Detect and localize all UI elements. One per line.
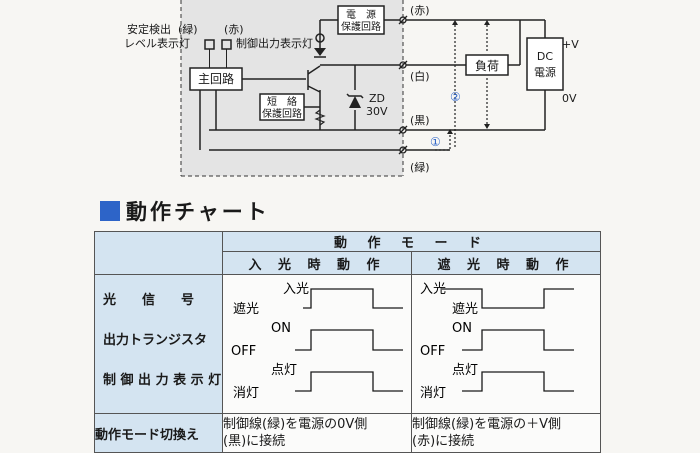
wave-label-led-high: 点灯: [271, 363, 297, 378]
section-title: 動作チャート: [100, 196, 270, 226]
circuit-diagram: 安定検出 レベル表示灯 (緑) (赤) 制御出力表示灯 主回路 電 源 保護回路…: [124, 0, 579, 177]
wave-label-led-low-dark: 消灯: [420, 386, 446, 401]
waveform-light-on-svg: 入光 遮光 ON OFF 点灯 消灯: [231, 282, 403, 401]
load-box: [465, 54, 509, 76]
wave-label-tr-high-dark: ON: [452, 321, 472, 336]
mode-switch-dark-on-line1: 制御線(緑)を電源の＋V側: [412, 417, 562, 432]
wave-indicator-dark: [462, 371, 574, 392]
wave-label-tr-low-dark: OFF: [420, 344, 445, 359]
power-protection-label-1: 電 源: [346, 8, 376, 21]
row-labels-cell: 光 信 号 出力トランジスタ 制 御 出 力 表 示 灯: [94, 274, 223, 414]
green-tag: (緑): [178, 22, 198, 36]
zener-label-1: ZD: [369, 92, 385, 105]
mode-switch-label: 動作モード切換え: [94, 413, 223, 453]
wave-label-tr-low: OFF: [231, 344, 256, 359]
dc-label-2: 電源: [534, 65, 556, 79]
short-protection-label-2: 保護回路: [262, 107, 302, 120]
main-circuit-label: 主回路: [198, 71, 234, 86]
wave-label-led-high-dark: 点灯: [452, 363, 478, 378]
marker-2: ②: [450, 90, 461, 104]
power-protection-box: [337, 5, 385, 35]
wire-label-green: (緑): [410, 160, 430, 174]
section-marker-icon: [100, 201, 120, 221]
section-title-text: 動作チャート: [126, 200, 270, 224]
row-label-indicator: 制 御 出 力 表 示 灯: [103, 373, 222, 388]
header-dark-on-operation: 遮 光 時 動 作: [411, 251, 601, 275]
dc-label-1: DC: [537, 50, 553, 63]
zener-label-2: 30V: [366, 105, 388, 118]
stability-indicator-label-1: 安定検出: [127, 22, 171, 36]
wave-label-light-high-dark: 入光: [420, 282, 446, 297]
wire-label-red: (赤): [410, 4, 430, 17]
wave-light-signal-dark: [442, 288, 574, 309]
internal-wiring: [199, 19, 400, 151]
mode-switch-light-on: 制御線(緑)を電源の0V側 (黒)に接続: [222, 413, 412, 453]
plus-v-label: +V: [562, 38, 579, 51]
header-corner: [94, 231, 223, 275]
header-operation-mode: 動 作 モ ー ド: [222, 231, 601, 252]
wave-light-signal: [303, 288, 403, 309]
wire-label-black: (黒): [410, 114, 430, 127]
mode-switch-dark-on-line2: (赤)に接続: [412, 434, 475, 449]
stability-indicator-label-2: レベル表示灯: [124, 36, 190, 50]
wave-label-led-low: 消灯: [233, 386, 259, 401]
wave-label-light-low: 遮光: [233, 301, 259, 317]
waveform-light-on: 入光 遮光 ON OFF 点灯 消灯: [222, 274, 412, 414]
wave-label-light-low-dark: 遮光: [452, 301, 478, 317]
row-label-output-transistor: 出力トランジスタ: [103, 333, 208, 348]
header-light-on-operation: 入 光 時 動 作: [222, 251, 412, 275]
waveform-dark-on-svg: 入光 遮光 ON OFF 点灯 消灯: [420, 282, 574, 401]
resistor-icon: [314, 109, 326, 126]
wave-transistor: [295, 329, 403, 351]
mode-option-lines: [435, 25, 488, 151]
wave-indicator: [295, 371, 403, 392]
short-protection-box: [259, 93, 305, 121]
diode-icon: [314, 48, 326, 58]
mode-switch-light-on-line2: (黒)に接続: [223, 434, 286, 449]
control-output-indicator-label: 制御出力表示灯: [236, 36, 313, 50]
terminal-icons: [398, 15, 408, 155]
zener-diode-icon: [346, 93, 364, 108]
external-wiring: [406, 19, 546, 151]
waveform-dark-on: 入光 遮光 ON OFF 点灯 消灯: [411, 274, 601, 414]
marker-1: ①: [430, 135, 441, 149]
mode-switch-dark-on: 制御線(緑)を電源の＋V側 (赤)に接続: [411, 413, 601, 453]
wave-label-tr-high: ON: [271, 321, 291, 336]
coil-icon: [315, 33, 325, 43]
wave-label-light-high: 入光: [283, 282, 309, 297]
power-protection-label-2: 保護回路: [341, 20, 381, 33]
mode-switch-light-on-line1: 制御線(緑)を電源の0V側: [223, 417, 368, 432]
red-tag: (赤): [224, 23, 244, 36]
zero-v-label: 0V: [562, 92, 577, 105]
red-led-icon: [221, 39, 232, 68]
arrow-heads: [447, 20, 490, 134]
transistor-icon: [307, 65, 321, 93]
wire-label-white: (白): [410, 69, 430, 83]
wave-transistor-dark: [462, 329, 574, 351]
row-label-light-signal: 光 信 号: [103, 293, 195, 308]
dc-power-box: [526, 37, 564, 91]
load-label: 負荷: [475, 59, 499, 73]
green-led-icon: [204, 39, 215, 68]
operation-chart-table: 動 作 モ ー ド 入 光 時 動 作 遮 光 時 動 作 光 信 号 出力トラ…: [94, 231, 601, 453]
short-protection-label-1: 短 絡: [267, 95, 297, 108]
